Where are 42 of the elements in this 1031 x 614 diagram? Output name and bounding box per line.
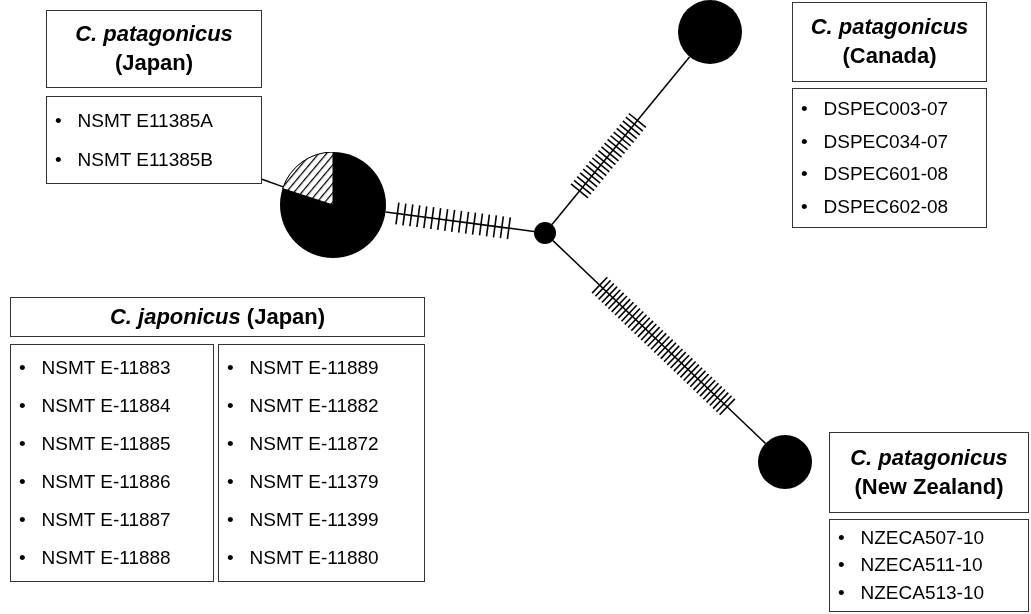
specimen-id: • NSMT E-11889 [227, 356, 380, 380]
specimen-id: • NSMT E-11872 [227, 432, 380, 456]
network-branch [551, 56, 691, 226]
specimen-id: • NZECA507-10 [838, 525, 986, 550]
network-branch [552, 239, 767, 445]
specimen-list-box [46, 96, 262, 184]
haplotype-pie [280, 152, 386, 258]
haplotype-circle [678, 0, 742, 64]
specimen-list-box [792, 88, 987, 228]
specimen-id: • NSMT E-11886 [19, 470, 172, 494]
heading-box [792, 2, 987, 82]
species-heading: C. patagonicus (Canada) [809, 13, 970, 70]
specimen-id: • NSMT E-11885 [19, 432, 172, 456]
species-heading: C. patagonicus (Japan) [74, 20, 234, 77]
specimen-id: • DSPEC602-08 [801, 194, 950, 219]
specimen-id: • DSPEC034-07 [801, 129, 950, 154]
haplotype-circle [758, 435, 812, 489]
specimen-id: • NZECA511-10 [838, 553, 984, 578]
specimen-id: • NSMT E-11884 [19, 394, 172, 418]
species-heading: C. japonicus (Japan) [109, 302, 326, 331]
heading-box [829, 432, 1029, 513]
specimen-id: • NSMT E11385A [55, 108, 215, 133]
specimen-id: • NSMT E-11887 [19, 508, 172, 532]
specimen-id: • NSMT E-11882 [227, 394, 380, 418]
specimen-id: • DSPEC003-07 [801, 97, 950, 122]
network-branch [384, 211, 535, 233]
specimen-id: • NSMT E-11399 [227, 508, 380, 532]
specimen-id: • NZECA513-10 [838, 581, 986, 606]
leader-line [261, 178, 284, 188]
specimen-id: • NSMT E11385B [55, 147, 215, 172]
heading-box [10, 297, 425, 337]
specimen-id: • NSMT E-11883 [19, 356, 172, 380]
specimen-id: • NSMT E-11880 [227, 546, 380, 570]
specimen-list-box [10, 344, 214, 582]
specimen-list-box [829, 519, 1029, 612]
specimen-id: • NSMT E-11888 [19, 546, 172, 570]
specimen-id: • NSMT E-11379 [227, 470, 380, 494]
heading-box [46, 10, 262, 88]
specimen-id: • DSPEC601-08 [801, 162, 950, 187]
haplotype-circle [534, 222, 556, 244]
species-heading: C. patagonicus (New Zealand) [849, 443, 1009, 501]
specimen-list-box [218, 344, 425, 582]
